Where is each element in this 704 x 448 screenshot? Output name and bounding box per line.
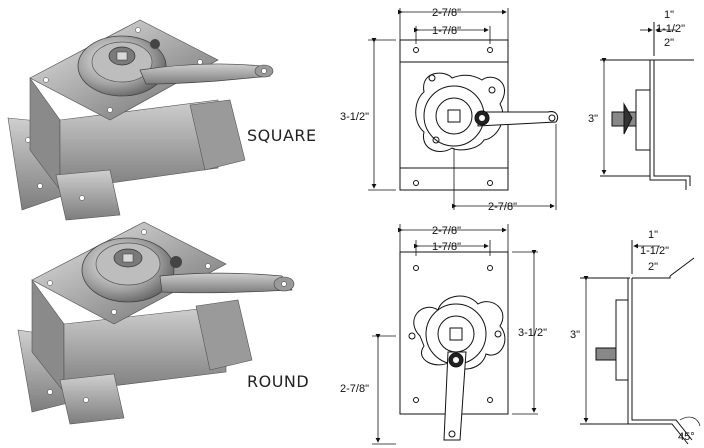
square-label: SQUARE [247, 126, 317, 145]
square-side-depth-1-text: 1" [664, 9, 674, 21]
square-width-text: 2-7/8" [432, 7, 461, 19]
round-side-depth-2-text: 1-1/2" [640, 245, 669, 257]
round-width-text: 2-7/8" [432, 225, 461, 237]
round-side-depth-3-text: 2" [648, 261, 658, 273]
round-hole-spacing-text: 1-7/8" [432, 241, 461, 253]
round-label: ROUND [247, 372, 310, 391]
square-mechanism-photo [7, 19, 274, 221]
square-front-dimensions [368, 8, 557, 210]
square-front-drawing [399, 39, 559, 191]
dimension-text: 2-7/8" 1-7/8" 3-1/2" 2-7/8" 1" 1-1/2" 2"… [340, 7, 695, 443]
square-height-text: 3-1/2" [340, 111, 369, 123]
round-front-dimensions [372, 224, 538, 445]
round-mechanism-photo [17, 221, 295, 425]
round-height-text: 3-1/2" [518, 327, 547, 339]
round-side-angle-text: 45° [678, 431, 695, 443]
round-front-drawing [399, 251, 509, 441]
round-side-depth-1-text: 1" [648, 229, 658, 241]
square-offset-text: 2-7/8" [488, 201, 517, 213]
round-side-drawing [580, 240, 701, 445]
square-hole-spacing-text: 1-7/8" [432, 25, 461, 37]
round-offset-text: 2-7/8" [340, 383, 369, 395]
square-side-depth-2-text: 1-1/2" [656, 23, 685, 35]
round-side-height-text: 3" [570, 329, 580, 341]
square-side-drawing [600, 22, 694, 190]
square-side-depth-3-text: 2" [664, 37, 674, 49]
square-side-height-text: 3" [588, 113, 598, 125]
